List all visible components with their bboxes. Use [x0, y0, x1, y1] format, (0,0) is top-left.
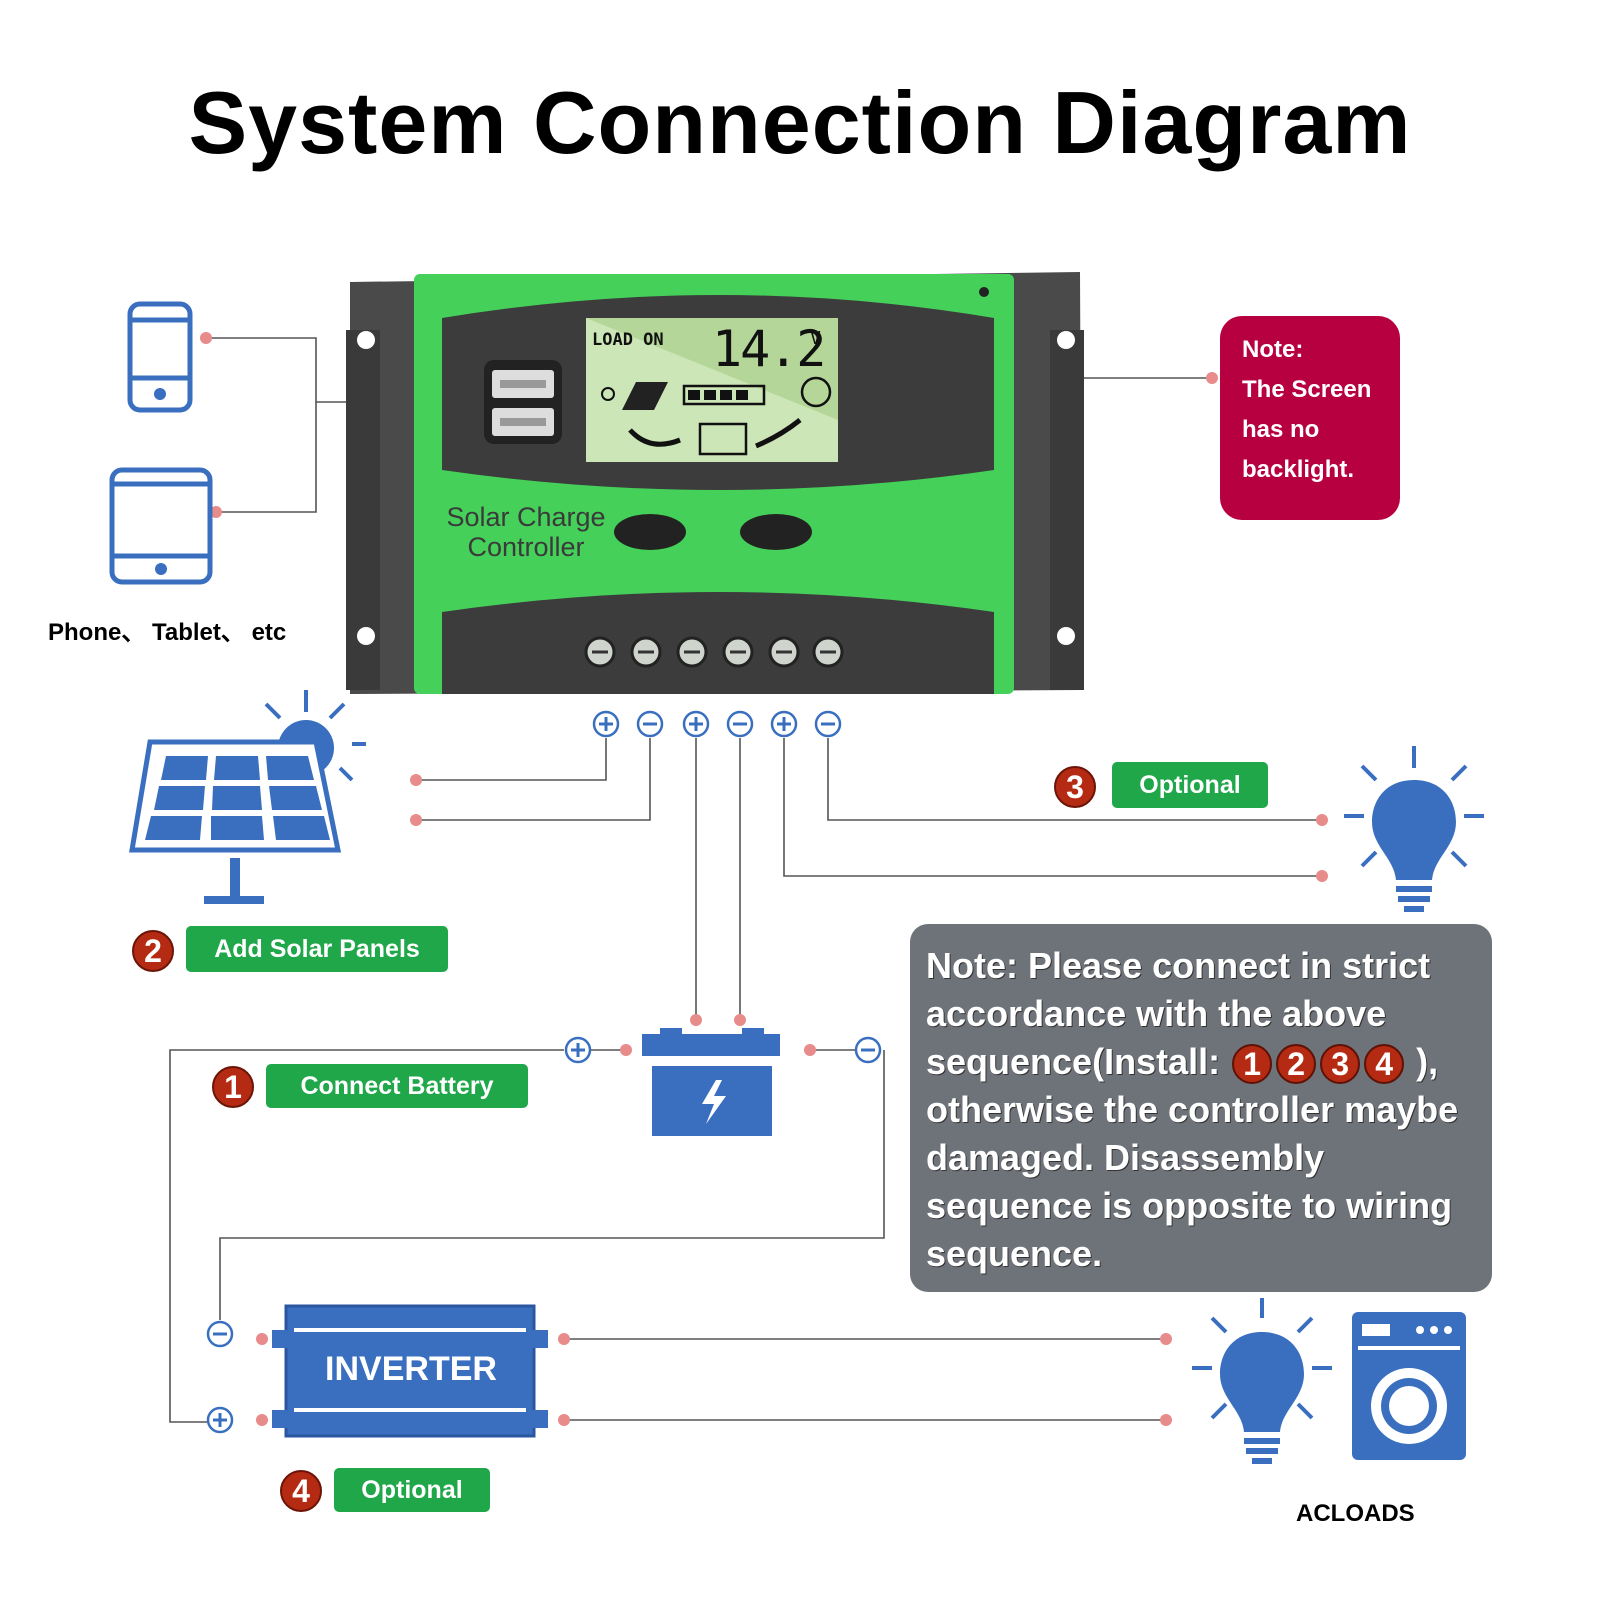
lcd-voltage-readout: 14.2 — [712, 320, 826, 378]
wiring-seq-1: 1 — [1232, 1044, 1273, 1085]
step-2-number: 2 — [132, 930, 174, 972]
controller-label-line2: Controller — [467, 532, 585, 562]
diagram-title: System Connection Diagram — [188, 73, 1412, 172]
step-2-label: Add Solar Panels — [186, 926, 448, 972]
screen-note-line2: The Screen — [1242, 376, 1372, 403]
step-4-number: 4 — [280, 1470, 322, 1512]
solar-panel-icon — [129, 690, 366, 904]
solar-charge-controller — [346, 272, 1084, 694]
wire-solar-neg — [416, 738, 651, 821]
screen-note-line4: backlight. — [1242, 456, 1355, 483]
wire-tablet — [216, 402, 317, 513]
wiring-seq-4: 4 — [1364, 1044, 1405, 1085]
controller-label: Solar Charge Controller — [436, 502, 616, 562]
wiring-seq-3: 3 — [1320, 1044, 1361, 1085]
acloads-caption: ACLOADS — [1296, 1500, 1415, 1527]
screen-note-line1: Note: — [1242, 336, 1304, 363]
washing-machine-icon — [1352, 1312, 1466, 1460]
lcd-voltage-unit: V — [810, 328, 821, 349]
devices-caption: Phone、 Tablet、 etc — [48, 619, 287, 646]
screen-note: Note: The Screen has no backlight. — [1220, 316, 1400, 520]
wiring-note: Note: Please connect in strict accordanc… — [910, 924, 1492, 1292]
inverter-icon — [272, 1304, 548, 1438]
controller-label-line1: Solar Charge — [446, 502, 606, 532]
screen-note-line3: has no — [1242, 416, 1320, 443]
wire-inv-pos — [169, 1049, 564, 1423]
lcd-status-text: LOAD ON — [592, 330, 664, 350]
inverter-label: INVERTER — [325, 1350, 497, 1388]
wiring-note-part1: Note: Please connect in strict accordanc… — [926, 945, 1431, 1082]
tablet-icon — [109, 467, 213, 585]
step-1-number: 1 — [212, 1066, 254, 1108]
lightbulb-icon-dc — [1344, 746, 1484, 912]
wiring-note-part2: ), otherwise the controller maybe damage… — [926, 1041, 1459, 1274]
step-1-label: Connect Battery — [266, 1064, 528, 1108]
step-3-label: Optional — [1112, 762, 1268, 808]
wire-load-pos — [783, 738, 1322, 877]
wire-inv-neg — [219, 1050, 885, 1320]
phone-icon — [127, 301, 193, 413]
wiring-seq-2: 2 — [1276, 1044, 1317, 1085]
step-4-label: Optional — [334, 1468, 490, 1512]
wire-solar-pos — [416, 738, 607, 781]
lightbulb-icon-ac — [1192, 1298, 1332, 1464]
battery-icon — [642, 1028, 780, 1136]
step-3-number: 3 — [1054, 766, 1096, 808]
wire-load-neg — [827, 738, 1322, 821]
